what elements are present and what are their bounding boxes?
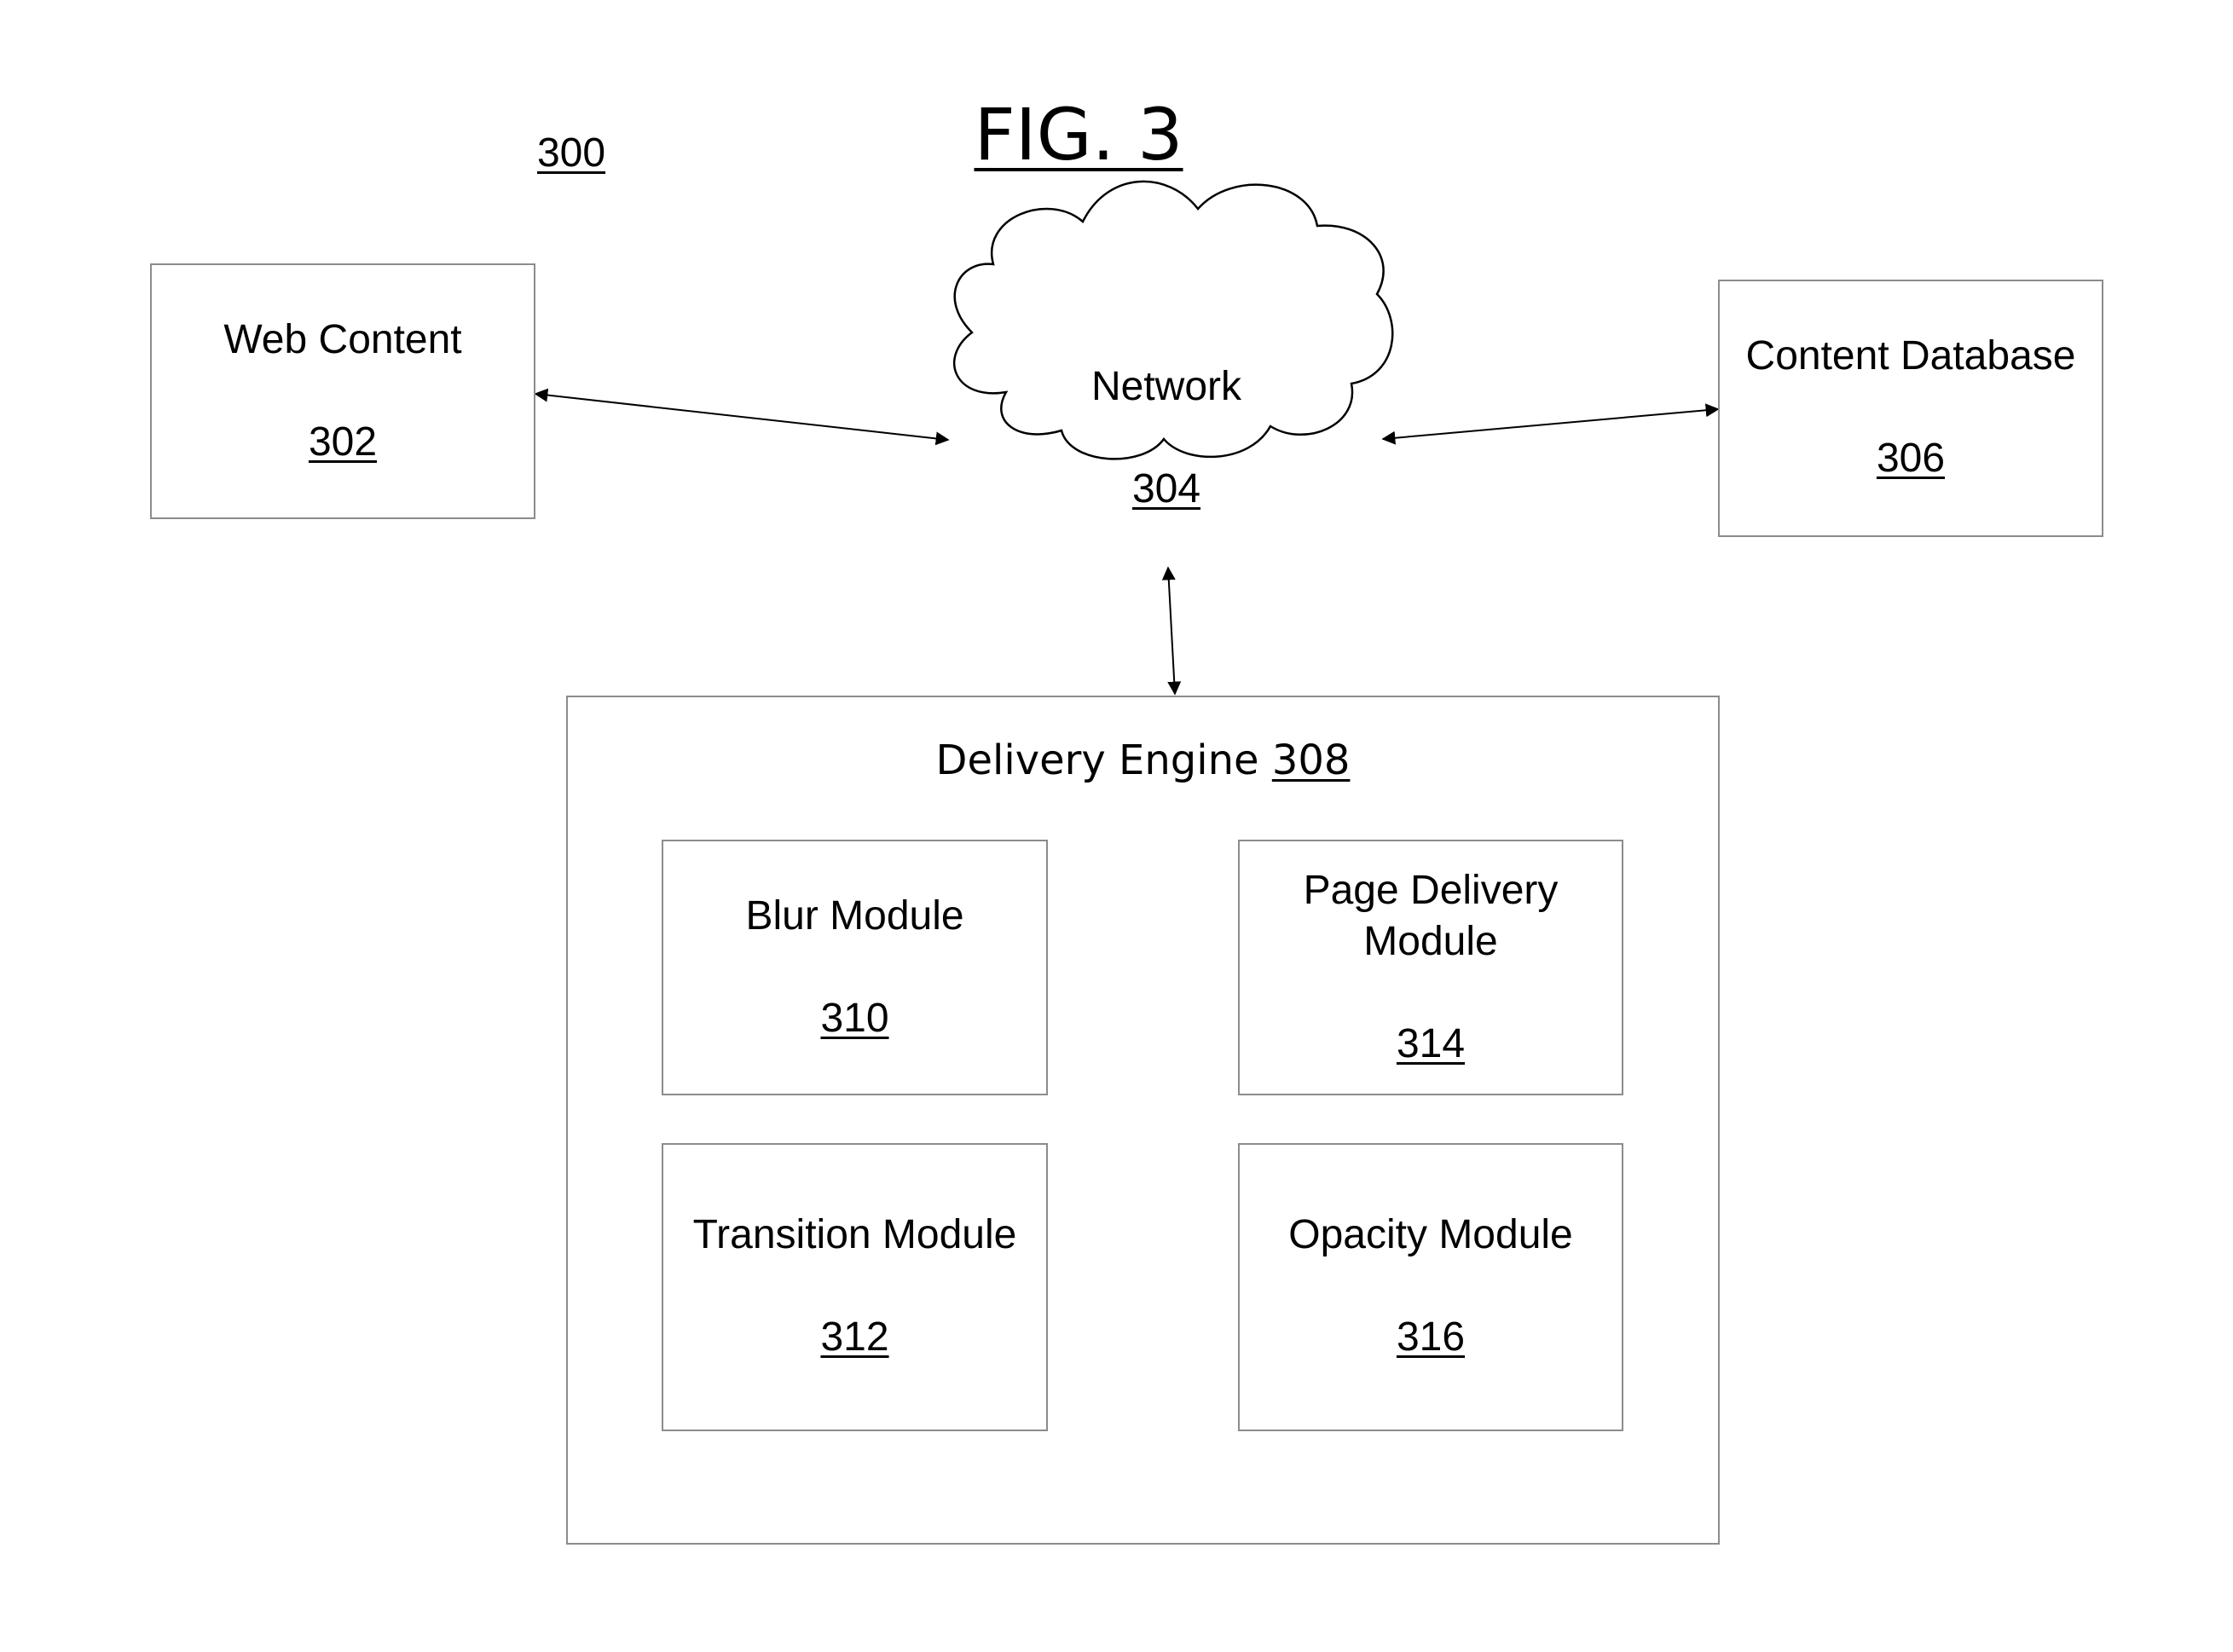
delivery-engine-title: Delivery Engine 308 [568, 735, 1718, 786]
page-delivery-module-label-line2: Module [1240, 916, 1622, 968]
page-delivery-module-ref: 314 [1240, 1019, 1622, 1070]
blur-module-box: Blur Module 310 [662, 840, 1048, 1095]
page-delivery-module-box: Page Delivery Module 314 [1238, 840, 1623, 1095]
network-label: Network [996, 361, 1337, 413]
transition-module-ref: 312 [663, 1312, 1046, 1363]
opacity-module-box: Opacity Module 316 [1238, 1143, 1623, 1431]
transition-module-label: Transition Module [663, 1210, 1046, 1261]
content-database-ref: 306 [1720, 433, 2102, 484]
edge-network-contentdatabase [1383, 409, 1718, 439]
transition-module-box: Transition Module 312 [662, 1143, 1048, 1431]
content-database-box: Content Database 306 [1718, 280, 2103, 537]
edge-network-deliveryengine [1168, 568, 1175, 694]
blur-module-ref: 310 [663, 993, 1046, 1044]
web-content-ref: 302 [152, 417, 534, 468]
blur-module-label: Blur Module [663, 891, 1046, 942]
delivery-engine-label: Delivery Engine [936, 736, 1259, 784]
web-content-label: Web Content [152, 315, 534, 366]
web-content-box: Web Content 302 [150, 263, 535, 519]
content-database-label: Content Database [1720, 331, 2102, 382]
page-delivery-module-label-line1: Page Delivery [1240, 865, 1622, 916]
network-ref: 304 [1081, 464, 1252, 515]
network-cloud-shape [954, 182, 1392, 459]
edge-webcontent-network [535, 394, 948, 440]
delivery-engine-ref: 308 [1272, 736, 1351, 784]
opacity-module-ref: 316 [1240, 1312, 1622, 1363]
opacity-module-label: Opacity Module [1240, 1210, 1622, 1261]
